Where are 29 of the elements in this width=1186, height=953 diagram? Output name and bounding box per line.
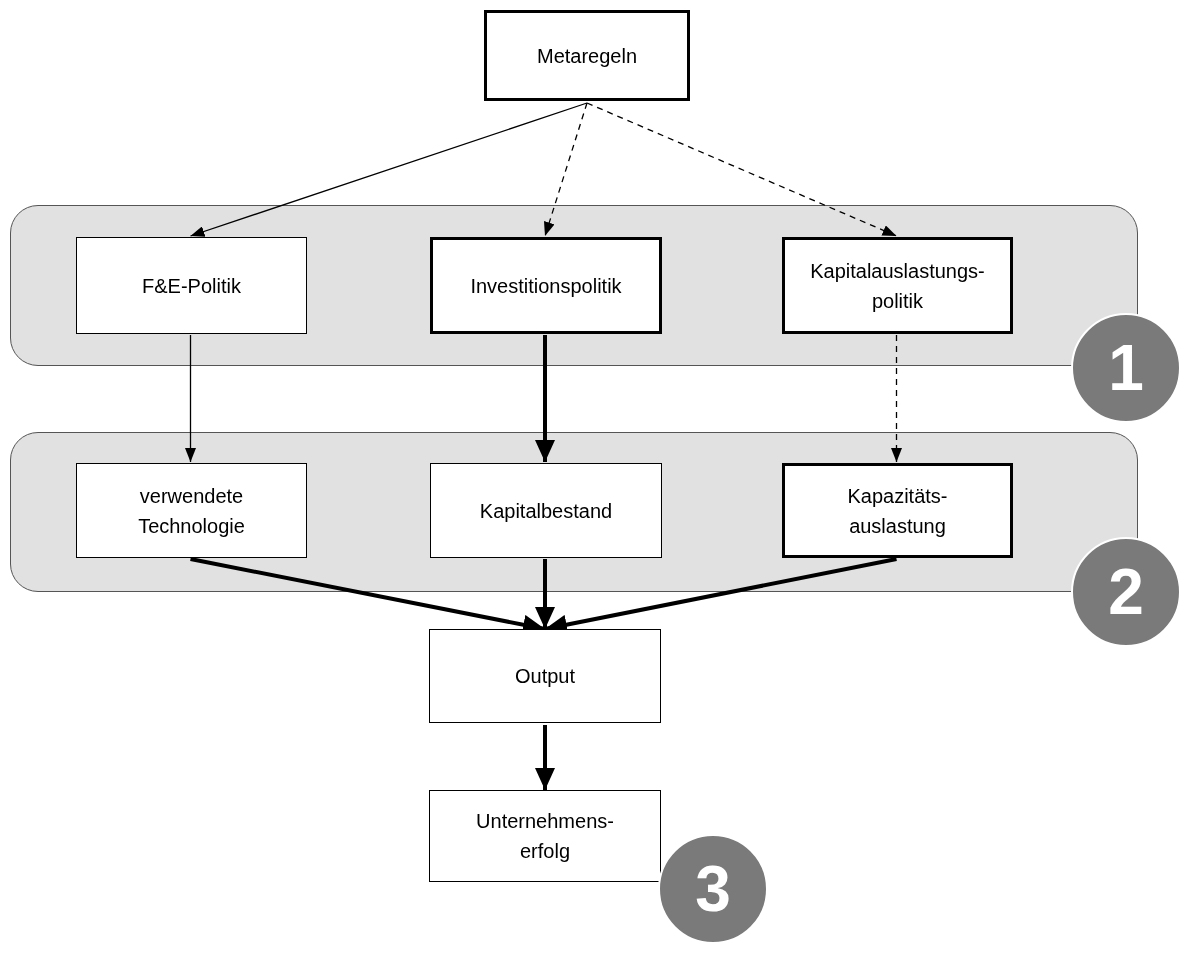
box-label: Output [514, 664, 575, 689]
arrow [185, 334, 196, 463]
process-box [76, 237, 307, 334]
process-box [76, 463, 307, 558]
arrow [189, 102, 588, 237]
process-box [429, 629, 661, 723]
box-label: Kapazitäts-auslastung [846, 483, 949, 539]
box-label: Investitionspolitik [470, 273, 622, 299]
process-box [429, 790, 661, 882]
number-badge: 3 [658, 834, 768, 944]
arrow [543, 102, 588, 237]
box-label: Kapitalbestand [479, 498, 613, 524]
number-badge: 1 [1071, 313, 1181, 423]
process-box [782, 237, 1013, 334]
box-label: Metaregeln [536, 43, 638, 69]
process-box [782, 463, 1013, 558]
arrow [535, 559, 555, 629]
arrow [586, 102, 898, 237]
process-box [430, 237, 662, 334]
box-label: Kapitalauslastungs-politik [809, 258, 986, 314]
number-badge: 2 [1071, 537, 1181, 647]
box-label: F&E-Politik [142, 273, 241, 299]
box-label: Unternehmens-erfolg [475, 809, 615, 864]
process-box [484, 10, 690, 101]
box-label: verwendete Technologie [137, 483, 246, 539]
arrow [535, 725, 555, 790]
process-box [430, 463, 662, 558]
arrow [535, 335, 555, 462]
arrow [891, 334, 902, 463]
